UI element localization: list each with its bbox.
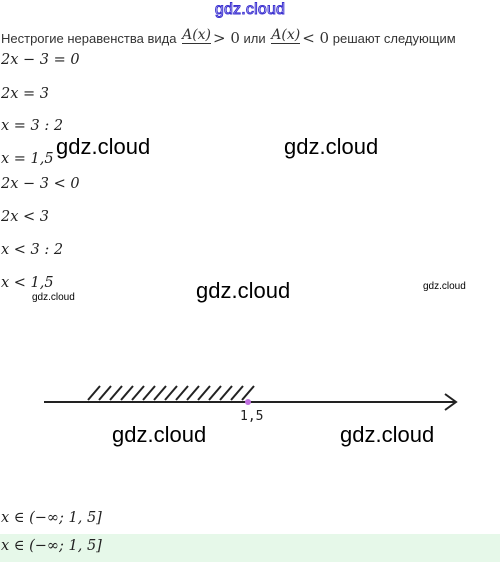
watermark: gdz.cloud <box>284 134 379 159</box>
relation-less: < 0 <box>302 28 330 47</box>
hatch-stroke <box>175 385 189 401</box>
watermark: gdz.cloud <box>340 422 435 447</box>
hatch-stroke <box>230 385 244 401</box>
intro-middle-word: или <box>243 30 266 46</box>
step-inequality: x < 3 : 2 <box>1 242 64 258</box>
step-inequality: 2x − 3 < 0 <box>1 176 80 192</box>
hatch-stroke <box>98 385 112 401</box>
answer-line-highlighted: x ∈ (−∞; 1, 5] <box>1 538 102 554</box>
hatch-stroke <box>153 385 167 401</box>
intro-text: Нестрогие неравенства вида A(x)> 0 или A… <box>1 27 456 52</box>
step-inequality: x < 1,5 <box>1 275 54 291</box>
hatch-stroke <box>219 385 233 401</box>
watermark: gdz.cloud <box>196 278 291 303</box>
step-inequality: 2x < 3 <box>1 209 49 225</box>
watermark: gdz.cloud <box>423 281 466 292</box>
hatch-stroke <box>197 385 211 401</box>
hatch-stroke <box>241 385 255 401</box>
step-equation: 2x − 3 = 0 <box>1 52 80 68</box>
axis-arrow-icon <box>444 393 458 411</box>
point-marker <box>245 399 251 405</box>
relation-greater: > 0 <box>213 28 240 47</box>
fraction-1: A(x) <box>182 27 212 44</box>
hatch-stroke <box>109 385 123 401</box>
watermark: gdz.cloud <box>32 292 75 303</box>
step-equation: x = 1,5 <box>1 151 54 167</box>
step-equation: 2x = 3 <box>1 86 49 102</box>
answer-line: x ∈ (−∞; 1, 5] <box>1 510 102 526</box>
hatching <box>87 385 255 401</box>
hatch-stroke <box>120 385 134 401</box>
hatch-stroke <box>164 385 178 401</box>
watermark: gdz.cloud <box>56 134 151 159</box>
hatch-stroke <box>87 385 101 401</box>
answer-highlight <box>0 534 500 562</box>
hatch-stroke <box>131 385 145 401</box>
step-equation: x = 3 : 2 <box>1 118 64 134</box>
watermark: gdz.cloud <box>112 422 207 447</box>
hatch-stroke <box>142 385 156 401</box>
intro-text-before: Нестрогие неравенства вида <box>1 30 177 46</box>
point-label: 1,5 <box>240 409 264 424</box>
hatch-stroke <box>208 385 222 401</box>
hatch-stroke <box>186 385 200 401</box>
site-logo[interactable]: gdz.cloud <box>214 1 286 19</box>
fraction-2: A(x) <box>271 27 301 44</box>
intro-text-after: решают следующим <box>332 30 456 46</box>
